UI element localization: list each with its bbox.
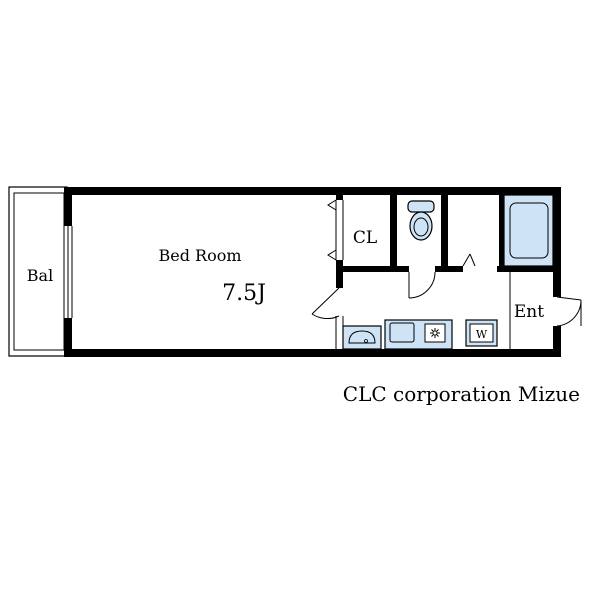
door-openings <box>336 200 561 349</box>
toilet-icon <box>407 200 435 241</box>
bathtub-icon <box>503 194 554 267</box>
closet-doors <box>327 199 344 261</box>
sink-icon <box>342 325 382 350</box>
balcony-window <box>63 226 73 318</box>
entrance-door <box>556 296 582 327</box>
bath-door <box>462 253 476 267</box>
bedroom-size: 7.5J <box>222 281 266 306</box>
bedroom-label: Bed Room <box>158 246 241 265</box>
washer-label: W <box>476 328 488 341</box>
closet-label: CL <box>353 228 377 248</box>
balcony-label: Bal <box>27 266 53 285</box>
entrance-label: Ent <box>514 302 544 322</box>
balcony <box>8 186 68 357</box>
washer-icon: W <box>465 319 498 347</box>
company-name: CLC corporation Mizue <box>343 382 580 406</box>
toilet-door <box>408 271 436 299</box>
stove-icon <box>424 323 446 343</box>
